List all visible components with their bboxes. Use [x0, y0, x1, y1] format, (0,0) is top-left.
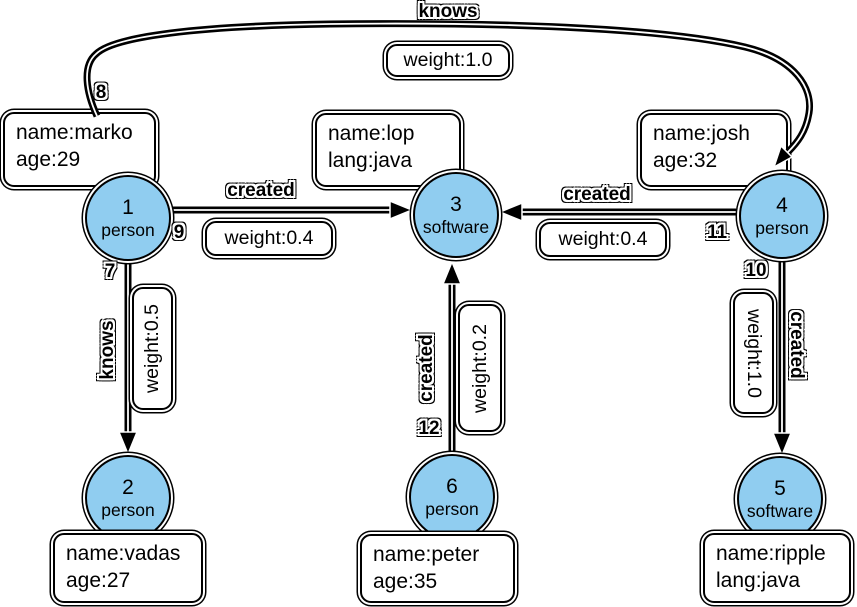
- edge-11-id: 11: [706, 222, 728, 243]
- prop-line: age:29: [16, 148, 81, 171]
- edge-8-label: knows: [418, 1, 478, 22]
- vertex-id: 4: [776, 193, 788, 217]
- prop-line: name:marko: [16, 121, 133, 144]
- props-vertex-6: name:peter age:35: [360, 534, 515, 603]
- weight-box-edge-8: weight:1.0: [386, 44, 510, 77]
- props-vertex-3: name:lop lang:java: [315, 113, 461, 187]
- edge-12-id: 12: [418, 418, 440, 439]
- vertex-type: person: [101, 220, 155, 240]
- prop-line: lang:java: [328, 149, 413, 172]
- edge-7-label: knows: [97, 320, 118, 380]
- arrowhead-icon: [772, 144, 794, 169]
- edge-8-id: 8: [95, 82, 107, 103]
- vertex-id: 6: [446, 474, 458, 498]
- edge-7-id: 7: [104, 261, 116, 282]
- edge-9-id: 9: [173, 222, 185, 243]
- weight-box-edge-11: weight:0.4: [539, 222, 667, 257]
- vertex-3: 3 software: [413, 172, 499, 258]
- edge-7-knows: [117, 260, 139, 456]
- edge-12-created: [441, 260, 463, 454]
- vertex-id: 2: [122, 475, 134, 499]
- prop-line: age:32: [653, 149, 718, 172]
- edge-9-created: [171, 199, 414, 221]
- prop-line: name:ripple: [716, 542, 826, 565]
- weight-box-edge-7: weight:0.5: [132, 287, 173, 410]
- prop-line: name:josh: [653, 122, 750, 145]
- arrowhead-icon: [771, 432, 793, 457]
- vertex-4: 4 person: [739, 173, 825, 259]
- edge-10-id: 10: [745, 260, 767, 281]
- vertex-type: person: [425, 499, 479, 519]
- edge-9-label: created: [227, 180, 295, 201]
- arrowhead-icon: [389, 199, 414, 221]
- edge-10-label: created: [786, 311, 807, 379]
- prop-line: lang:java: [716, 569, 801, 592]
- vertex-id: 3: [450, 192, 462, 216]
- vertex-1: 1 person: [85, 175, 171, 261]
- props-vertex-2: name:vadas age:27: [53, 533, 203, 603]
- vertex-type: software: [746, 501, 814, 521]
- prop-line: name:peter: [373, 543, 480, 566]
- weight-label: weight:0.4: [558, 228, 648, 250]
- arrowhead-icon: [441, 260, 463, 285]
- vertex-type: person: [755, 218, 809, 238]
- arrowhead-icon: [117, 431, 139, 456]
- prop-line: name:vadas: [66, 542, 181, 565]
- prop-line: name:lop: [328, 122, 415, 145]
- weight-box-edge-10: weight:1.0: [733, 292, 774, 414]
- edge-10-created: [771, 259, 793, 457]
- vertex-type: software: [422, 217, 490, 237]
- weight-label: weight:0.4: [224, 227, 314, 249]
- vertex-id: 1: [122, 195, 134, 219]
- prop-line: age:35: [373, 570, 438, 593]
- prop-line: age:27: [66, 569, 131, 592]
- edge-11-label: created: [563, 184, 631, 205]
- arrowhead-icon: [498, 201, 523, 223]
- weight-label: weight:1.0: [403, 49, 493, 71]
- vertex-type: person: [101, 500, 155, 520]
- weight-box-edge-9: weight:0.4: [205, 221, 333, 256]
- edge-11-created: [498, 201, 736, 223]
- props-vertex-1: name:marko age:29: [3, 112, 156, 187]
- edge-12-label: created: [416, 334, 437, 402]
- weight-box-edge-12: weight:0.2: [458, 304, 502, 432]
- props-vertex-5: name:ripple lang:java: [703, 533, 851, 603]
- vertex-id: 5: [774, 476, 786, 500]
